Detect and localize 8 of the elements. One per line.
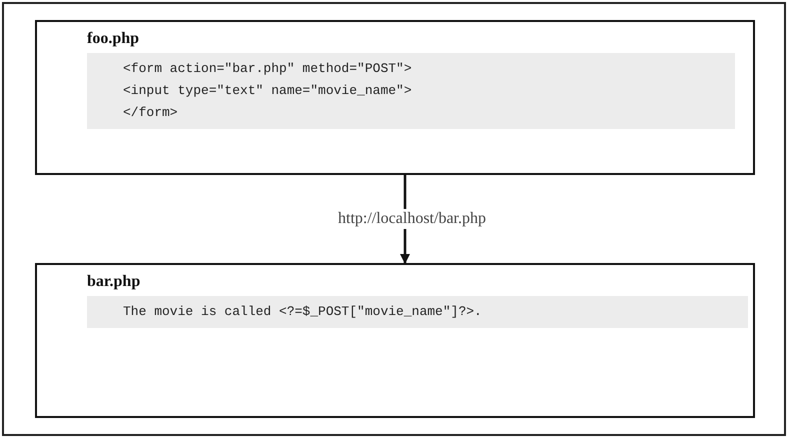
file-name: foo.php xyxy=(87,30,140,48)
file-name: bar.php xyxy=(87,273,142,291)
code-line: </form> xyxy=(123,104,179,122)
file-box xyxy=(35,263,755,418)
code-line: <input type="text" name="movie_name"> xyxy=(123,82,413,100)
code-line: The movie is called <?=$_POST["movie_name"]?>. xyxy=(123,303,483,321)
code-line: <form action="bar.php" method="POST"> xyxy=(123,60,413,78)
file-box xyxy=(35,20,755,175)
